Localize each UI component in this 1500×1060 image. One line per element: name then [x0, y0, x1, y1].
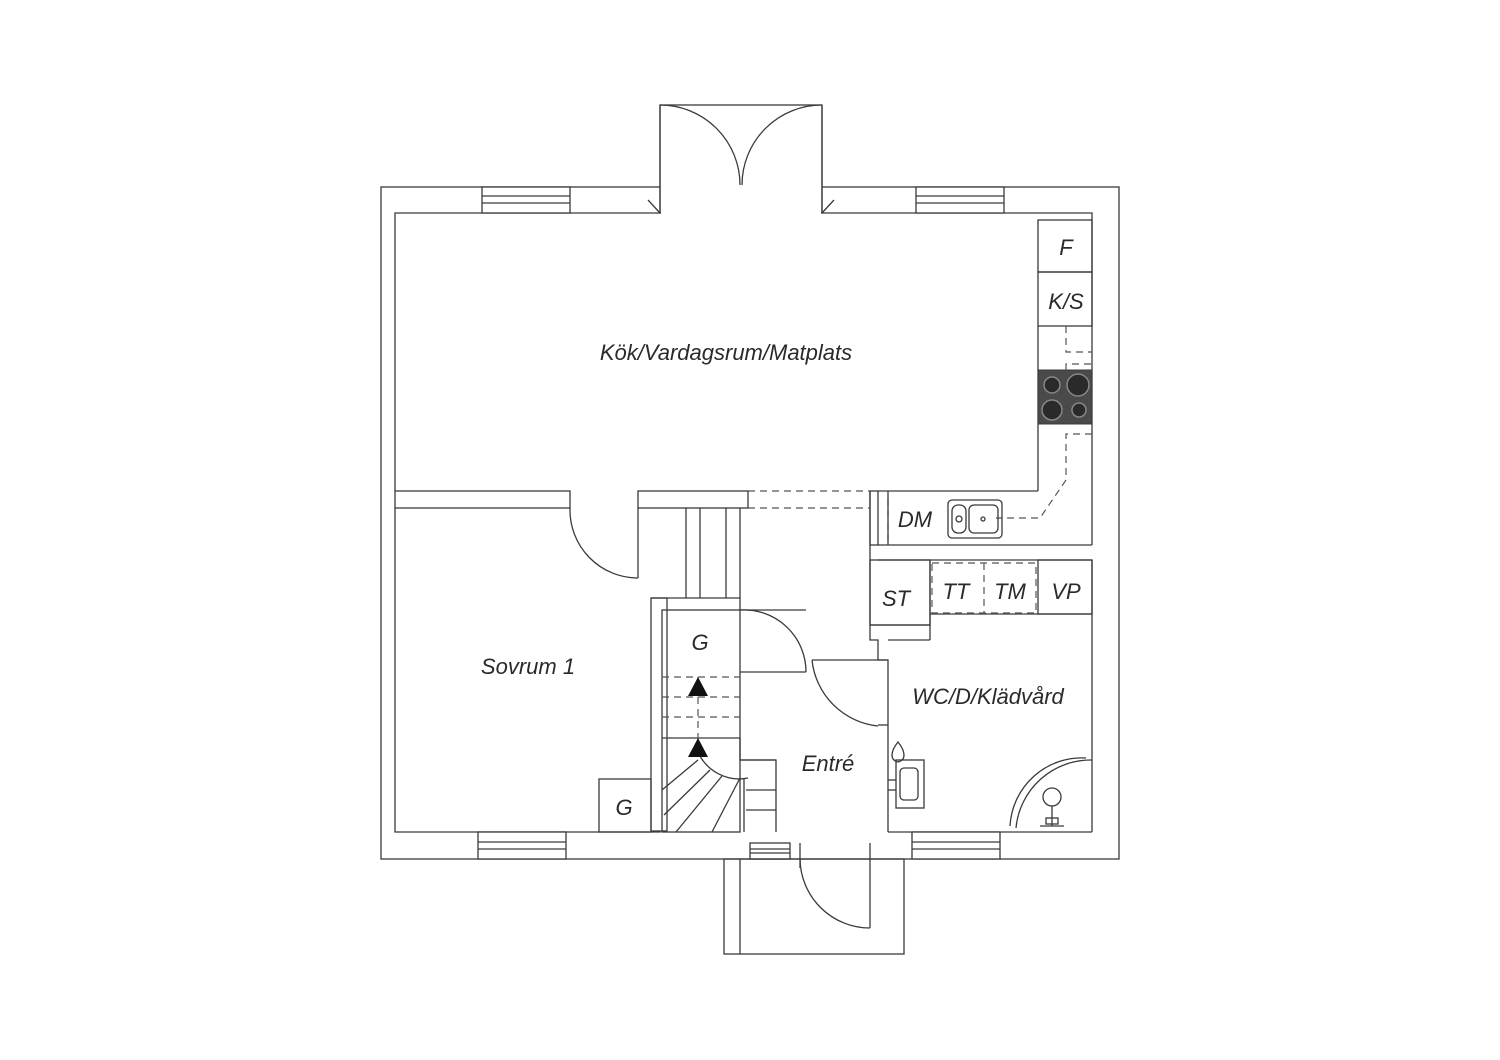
- fixture-label-fridge: F: [1059, 235, 1074, 260]
- fixture-label-heat-pump: VP: [1051, 579, 1081, 604]
- window-entrance: [749, 842, 791, 860]
- bedroom-wardrobe: [598, 778, 652, 833]
- bedroom-door: [569, 507, 639, 579]
- window-top-left: [481, 186, 571, 214]
- shower-icon: [1009, 757, 1093, 829]
- fixture-label-wardrobe-bedroom: G: [615, 795, 632, 820]
- kitchen-counter: [748, 219, 1093, 545]
- window-bottom-left: [477, 831, 567, 860]
- sink-icon: [947, 499, 1003, 539]
- fixture-label-dryer: TT: [943, 579, 971, 604]
- stove-burner: [1071, 402, 1087, 418]
- stair-arrow-lower: [688, 738, 708, 757]
- fixture-label-washer: TM: [994, 579, 1026, 604]
- entrance-door: [723, 843, 905, 955]
- stair-arrow-upper: [688, 677, 708, 696]
- room-label-kitchen-living: Kök/Vardagsrum/Matplats: [600, 340, 852, 365]
- fixture-label-closet: ST: [882, 586, 912, 611]
- room-label-bedroom: Sovrum 1: [481, 654, 575, 679]
- room-label-bathroom: WC/D/Klädvård: [912, 684, 1064, 709]
- room-label-entrance: Entré: [802, 751, 855, 776]
- outer-walls: [380, 186, 1120, 860]
- window-top-right: [915, 186, 1005, 214]
- stair-closet-door: [739, 609, 807, 673]
- fixture-label-wardrobe-stairs: G: [691, 630, 708, 655]
- window-bottom-right: [911, 831, 1001, 860]
- stove-burner: [1043, 376, 1061, 394]
- stove-burner: [1066, 373, 1090, 397]
- patio-double-door: [647, 104, 835, 214]
- stove-burner: [1041, 399, 1063, 421]
- fixture-label-freezer: K/S: [1048, 289, 1084, 314]
- bathroom-door: [811, 659, 888, 727]
- fixture-label-dishwasher: DM: [898, 507, 933, 532]
- washbasin-icon: [888, 740, 925, 809]
- staircase: [661, 609, 777, 833]
- laundry-row: [869, 559, 1093, 626]
